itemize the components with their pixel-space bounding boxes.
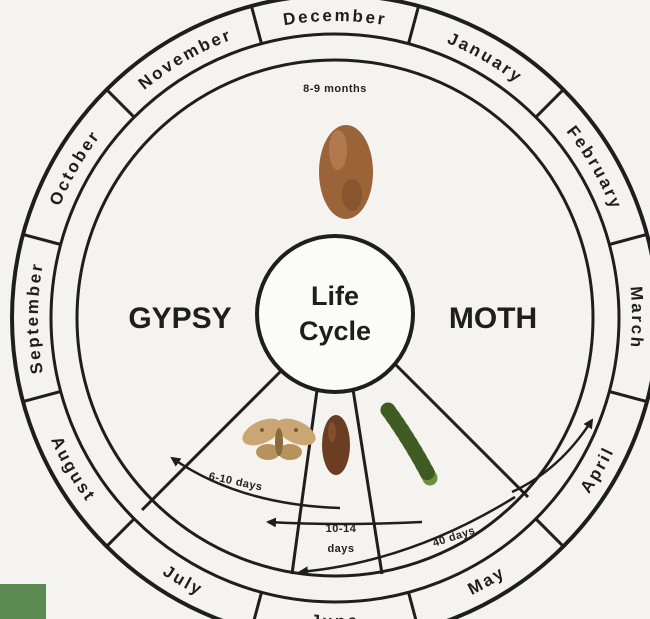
center-circle xyxy=(257,236,413,392)
month-label-august: August xyxy=(47,433,100,505)
center-label-cycle: Cycle xyxy=(299,316,371,346)
spoke-adult-end xyxy=(292,383,318,574)
moth-label: MOTH xyxy=(449,302,537,335)
month-label-december: December xyxy=(282,6,388,29)
month-label-june: June xyxy=(310,611,360,619)
month-divider xyxy=(107,519,135,547)
month-divider xyxy=(609,392,647,402)
green-color-swatch xyxy=(0,584,46,619)
egg-duration-label: 8-9 months xyxy=(303,83,367,95)
egg-mass-illustration xyxy=(319,125,373,219)
month-divider xyxy=(251,592,261,619)
month-label-april: April xyxy=(576,443,618,496)
caterpillar-illustration xyxy=(388,410,430,478)
pupa-duration-label-1: 10-14 xyxy=(326,523,357,535)
month-divider xyxy=(23,392,61,402)
month-divider xyxy=(251,6,261,44)
center-label-life: Life xyxy=(311,281,359,311)
spoke-pupa-end xyxy=(352,383,382,574)
spoke-larva-end xyxy=(396,365,528,497)
pupa-illustration xyxy=(322,415,350,475)
month-divider xyxy=(609,234,647,244)
month-label-march: March xyxy=(626,286,647,351)
month-divider xyxy=(107,90,135,118)
month-label-september: September xyxy=(23,260,47,375)
pupa-duration-label-2: days xyxy=(327,543,354,555)
month-divider xyxy=(409,6,419,44)
month-divider xyxy=(536,90,564,118)
month-divider xyxy=(23,234,61,244)
gypsy-label: GYPSY xyxy=(128,302,231,335)
month-divider xyxy=(409,592,419,619)
month-divider xyxy=(536,519,564,547)
